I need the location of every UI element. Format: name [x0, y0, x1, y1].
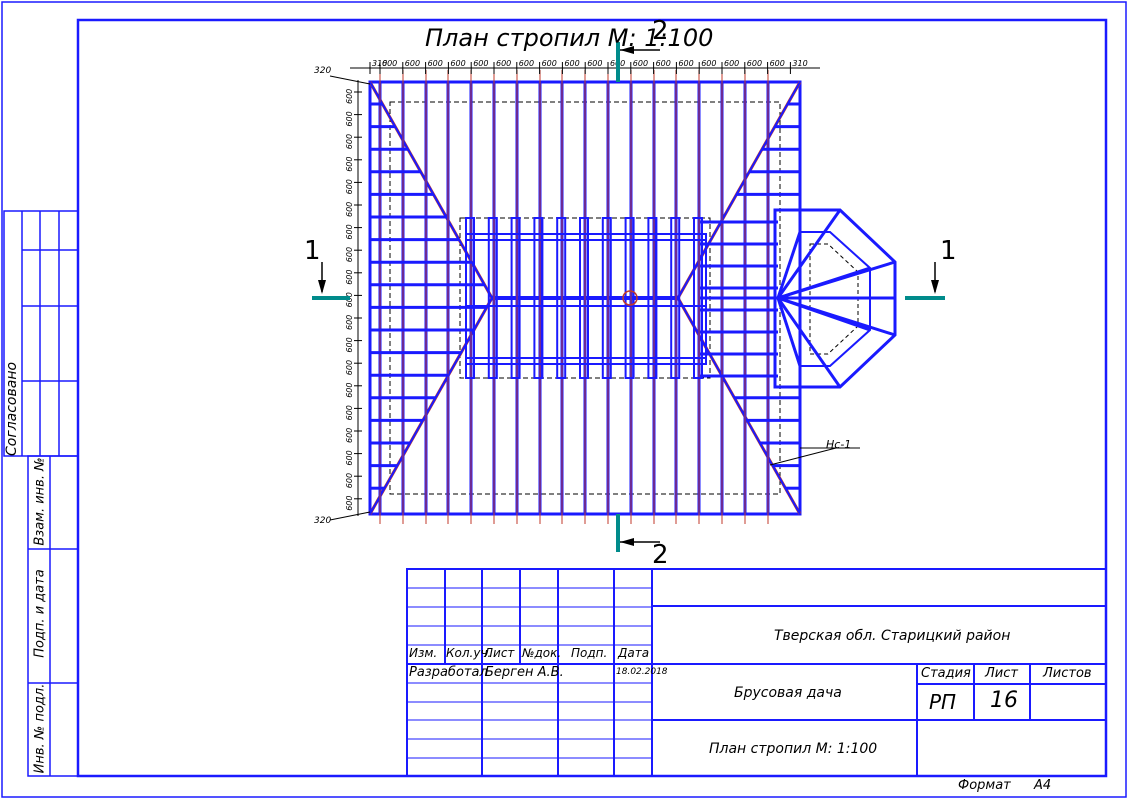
tb-stadia-label: Стадия [921, 666, 971, 681]
bay-rafter [776, 297, 802, 367]
dim-label-left: 600 [345, 337, 354, 352]
tb-header-podp: Подп. [571, 646, 608, 660]
bay-rafter [777, 296, 871, 332]
dim-label: 600 [473, 59, 488, 68]
strut [647, 217, 658, 379]
strut [556, 217, 567, 379]
tb-header-data: Дата [618, 646, 650, 660]
dim-label-left: 600 [345, 179, 354, 194]
callout-label: Нс-1 [826, 438, 852, 451]
drawing-title: План стропил М: 1:100 [425, 24, 714, 52]
stamp-podp-data: Подп. и дата [32, 569, 48, 658]
dim-label-left: 600 [345, 360, 354, 375]
hip-rafter [677, 297, 801, 515]
dim-label: 600 [770, 59, 785, 68]
dim-label-left: 600 [345, 383, 354, 398]
dim-label: 600 [656, 59, 671, 68]
tb-list-label: Лист [985, 666, 1018, 681]
section-mark-2-top: 2 [652, 16, 669, 46]
strut [487, 217, 498, 379]
strut [601, 217, 612, 379]
dim-leader [329, 511, 371, 521]
stamp-vzam: Взам. инв. № [32, 457, 48, 546]
section-arrow-head [620, 46, 634, 54]
callout-leader [769, 447, 837, 466]
strut [670, 217, 681, 379]
tb-developer-role: Разработал [409, 665, 488, 680]
dim-label: 600 [564, 59, 579, 68]
dim-label-left: 600 [345, 202, 354, 217]
tb-list-value: 16 [990, 688, 1018, 713]
tb-location: Тверская обл. Старицкий район [774, 628, 1011, 644]
section-arrow-head [318, 280, 326, 294]
dim-320-top: 320 [314, 66, 332, 76]
bay-rafter [776, 231, 802, 299]
strut [533, 217, 544, 379]
footer-format-value: А4 [1034, 778, 1052, 793]
dim-label-left: 600 [345, 224, 354, 239]
tb-developer-date: 18.02.2018 [616, 667, 668, 677]
dim-label: 600 [405, 59, 420, 68]
strut [624, 217, 635, 379]
bay-rafter [776, 209, 842, 299]
strut [510, 217, 521, 379]
section-mark-1-left: 1 [304, 236, 321, 266]
section-mark-2-bottom: 2 [652, 540, 669, 570]
tb-header-izm: Изм. [409, 646, 438, 660]
tb-object: Брусовая дача [734, 685, 842, 701]
center-marker [622, 290, 638, 306]
dim-label: 310 [792, 59, 807, 68]
dim-label-left: 600 [345, 247, 354, 262]
tb-sheet-title: План стропил М: 1:100 [709, 741, 878, 757]
tb-header-ndok: №док. [522, 646, 562, 660]
dim-label: 600 [701, 59, 716, 68]
dim-label-left: 600 [345, 157, 354, 172]
dim-label: 600 [496, 59, 511, 68]
dim-label: 600 [587, 59, 602, 68]
dim-label: 600 [633, 59, 648, 68]
dim-label: 600 [747, 59, 762, 68]
section-mark-1-right: 1 [940, 236, 957, 266]
strut [465, 217, 475, 379]
tb-header-kol: Кол.уч. [446, 646, 492, 660]
dim-320-bottom: 320 [314, 516, 332, 526]
strut [579, 217, 589, 379]
dim-label: 600 [450, 59, 465, 68]
dim-label-left: 600 [345, 134, 354, 149]
section-arrow-head [620, 538, 634, 546]
bay-rafter [776, 297, 842, 388]
dim-label: 600 [724, 59, 739, 68]
dim-label: 600 [428, 59, 443, 68]
dim-label-left: 600 [345, 270, 354, 285]
dim-label: 600 [519, 59, 534, 68]
dim-label-left: 600 [345, 428, 354, 443]
tb-listov-label: Листов [1043, 666, 1092, 681]
dim-label-left: 600 [345, 473, 354, 488]
stamp-inv-podl: Инв. № подл. [32, 683, 48, 774]
stamp-agreed: Согласовано [4, 361, 20, 456]
dim-label-left: 600 [345, 89, 354, 104]
section-arrow-head [931, 280, 939, 294]
dim-label-left: 600 [345, 450, 354, 465]
dim-label: 600 [382, 59, 397, 68]
tb-stadia-value: РП [929, 690, 957, 714]
tb-developer-name: Берген А.В. [485, 665, 564, 680]
dim-label: 600 [542, 59, 557, 68]
footer-format-label: Формат [958, 778, 1011, 793]
dim-label-left: 600 [345, 496, 354, 511]
dim-label-left: 600 [345, 315, 354, 330]
bay-rafter [777, 266, 871, 300]
dim-label: 600 [678, 59, 693, 68]
dim-label-left: 600 [345, 111, 354, 126]
dim-leader [329, 75, 371, 85]
dim-label-left: 600 [345, 405, 354, 420]
tb-header-list: Лист [484, 646, 515, 660]
